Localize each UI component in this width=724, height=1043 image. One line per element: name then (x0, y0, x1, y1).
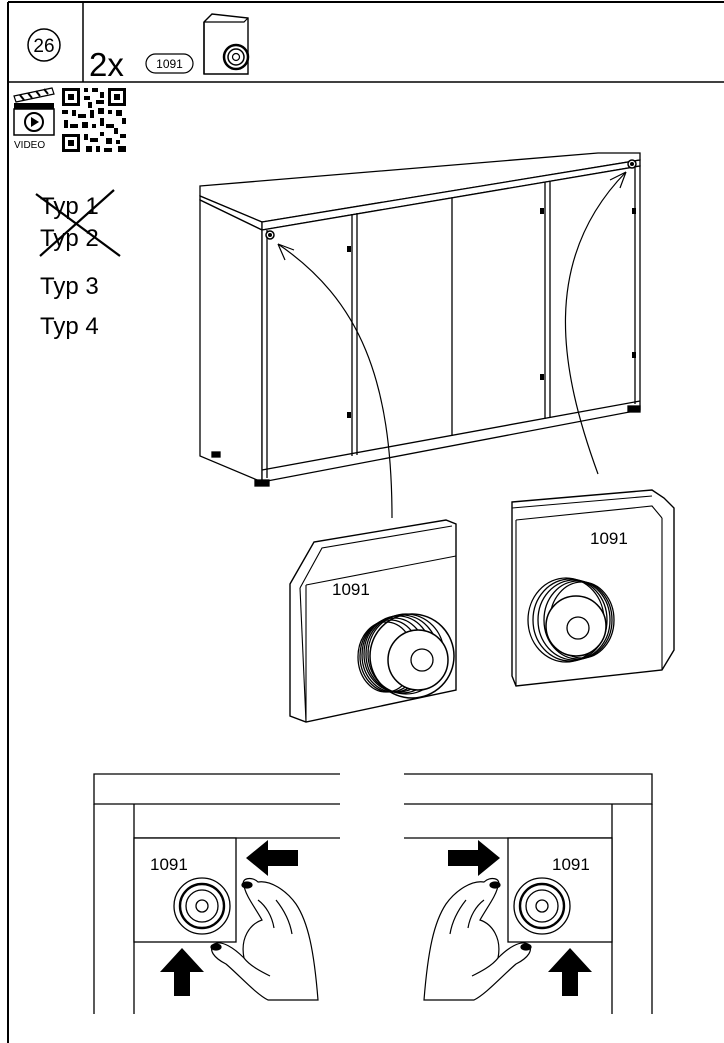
type-3-label: Typ 3 (40, 273, 99, 300)
stopper-position-left (265, 230, 275, 240)
hand-pressing-right-icon (423, 877, 532, 1001)
install-right-part-label: 1091 (552, 855, 590, 874)
stopper-detail-left (289, 519, 457, 723)
cross-out-mark (35, 189, 121, 257)
pointer-arrow-right (564, 171, 627, 475)
arrow-push-up-icon (160, 948, 204, 996)
part-number-badge: 1091 (145, 53, 194, 74)
qr-code-icon[interactable] (62, 88, 126, 152)
hinge-marks (347, 208, 636, 418)
arrow-push-up-right-icon (548, 948, 592, 996)
detail-right-part-label: 1091 (590, 529, 628, 548)
clapperboard-play-icon (13, 87, 55, 136)
install-view-left (93, 773, 340, 1014)
type-1-label: Typ 1 (40, 193, 99, 220)
part-number: 1091 (156, 57, 183, 71)
pointer-arrow-left (277, 243, 393, 519)
install-view-right (404, 773, 653, 1014)
stopper-detail-right (511, 489, 675, 687)
hand-pressing-left-icon (210, 877, 319, 1001)
arrow-push-right-icon (448, 840, 500, 876)
stopper-part-icon (203, 13, 250, 75)
video-label: VIDEO (14, 140, 45, 151)
install-left-part-label: 1091 (150, 855, 188, 874)
part-quantity: 2x (89, 46, 124, 83)
detail-left-part-label: 1091 (332, 580, 370, 599)
arrow-push-left-icon (246, 840, 298, 876)
type-4-label: Typ 4 (40, 313, 99, 340)
step-number-badge: 26 (27, 28, 61, 62)
step-number: 26 (33, 36, 54, 57)
stopper-position-right (627, 159, 637, 169)
sideboard-cabinet (199, 152, 641, 487)
